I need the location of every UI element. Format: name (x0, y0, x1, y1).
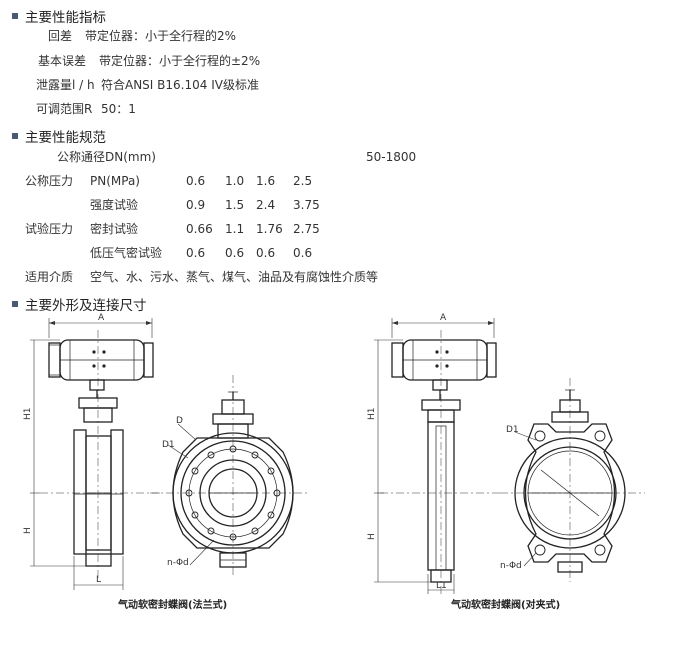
indicator-label: 泄露量l / h (36, 78, 95, 92)
section-header-dimensions: 主要外形及连接尺寸 (12, 294, 147, 314)
strength-label: 强度试验 (90, 198, 139, 212)
seal-value: 2.75 (293, 222, 320, 236)
section-title: 主要性能指标 (25, 10, 106, 26)
flange-valve-side-view: A H1 H L (23, 313, 160, 590)
strength-value: 1.5 (225, 198, 245, 212)
section-header-indicators: 主要性能指标 (12, 6, 106, 26)
wafer-valve-front-view: D1 n-Φd (500, 378, 645, 582)
dim-n-label: n-Φd (167, 558, 189, 568)
indicator-value: 带定位器：小于全行程的2% (85, 29, 237, 43)
pn-label: PN(MPa) (90, 174, 140, 188)
dim-h1-label: H1 (23, 408, 33, 421)
flange-valve-front-view: D D1 n-Φd (150, 375, 310, 575)
lowgas-value: 0.6 (186, 246, 206, 260)
section-title: 主要性能规范 (25, 130, 106, 146)
pn-value: 1.0 (225, 174, 245, 188)
left-caption: 气动软密封蝶阀(法兰式) (117, 598, 227, 611)
seal-value: 0.66 (186, 222, 213, 236)
medium-label: 适用介质 (25, 270, 74, 284)
section-header-specs: 主要性能规范 (12, 126, 106, 146)
valve-drawing: A H1 H L (23, 313, 645, 611)
bullet-square-icon (12, 301, 18, 307)
wafer-valve-side-view: A H1 H L1 (367, 313, 500, 595)
lowgas-label: 低压气密试验 (90, 246, 163, 260)
dn-value: 50-1800 (366, 150, 417, 164)
dim-l1-label: L1 (436, 581, 447, 591)
dim-d1-label: D1 (162, 440, 175, 450)
dim-d-label: D (176, 416, 183, 426)
medium-value: 空气、水、污水、蒸气、煤气、油品及有腐蚀性介质等 (90, 270, 379, 284)
indicator-value: 带定位器：小于全行程的±2% (99, 54, 261, 68)
dim-h1-label: H1 (367, 408, 377, 421)
dim-l-label: L (96, 575, 101, 585)
dim-h-label: H (23, 527, 33, 534)
dn-label: 公称通径DN(mm) (57, 150, 156, 164)
bullet-square-icon (12, 13, 18, 19)
indicator-value: 符合ANSI B16.104 IV级标准 (101, 78, 259, 92)
seal-label: 密封试验 (90, 222, 139, 236)
indicator-label: 基本误差 (37, 54, 86, 68)
indicator-value: 50：1 (101, 102, 136, 116)
dim-n-label: n-Φd (500, 561, 522, 571)
seal-value: 1.1 (225, 222, 245, 236)
bullet-square-icon (12, 133, 18, 139)
indicator-label: 可调范围R (36, 102, 93, 116)
pn-group-label: 公称压力 (25, 174, 74, 188)
pn-value: 2.5 (293, 174, 313, 188)
pn-value: 1.6 (256, 174, 276, 188)
dim-h-label: H (367, 533, 377, 540)
strength-value: 2.4 (256, 198, 276, 212)
strength-value: 3.75 (293, 198, 320, 212)
seal-value: 1.76 (256, 222, 283, 236)
lowgas-value: 0.6 (293, 246, 313, 260)
dim-d1-label: D1 (506, 425, 519, 435)
indicator-label: 回差 (47, 29, 72, 43)
lowgas-value: 0.6 (256, 246, 276, 260)
lowgas-value: 0.6 (225, 246, 245, 260)
pn-value: 0.6 (186, 174, 206, 188)
section-title: 主要外形及连接尺寸 (25, 298, 147, 314)
dim-a-label: A (98, 313, 105, 323)
test-group-label: 试验压力 (25, 222, 74, 236)
dim-a-label: A (440, 313, 447, 323)
strength-value: 0.9 (186, 198, 206, 212)
right-caption: 气动软密封蝶阀(对夹式) (450, 598, 560, 611)
